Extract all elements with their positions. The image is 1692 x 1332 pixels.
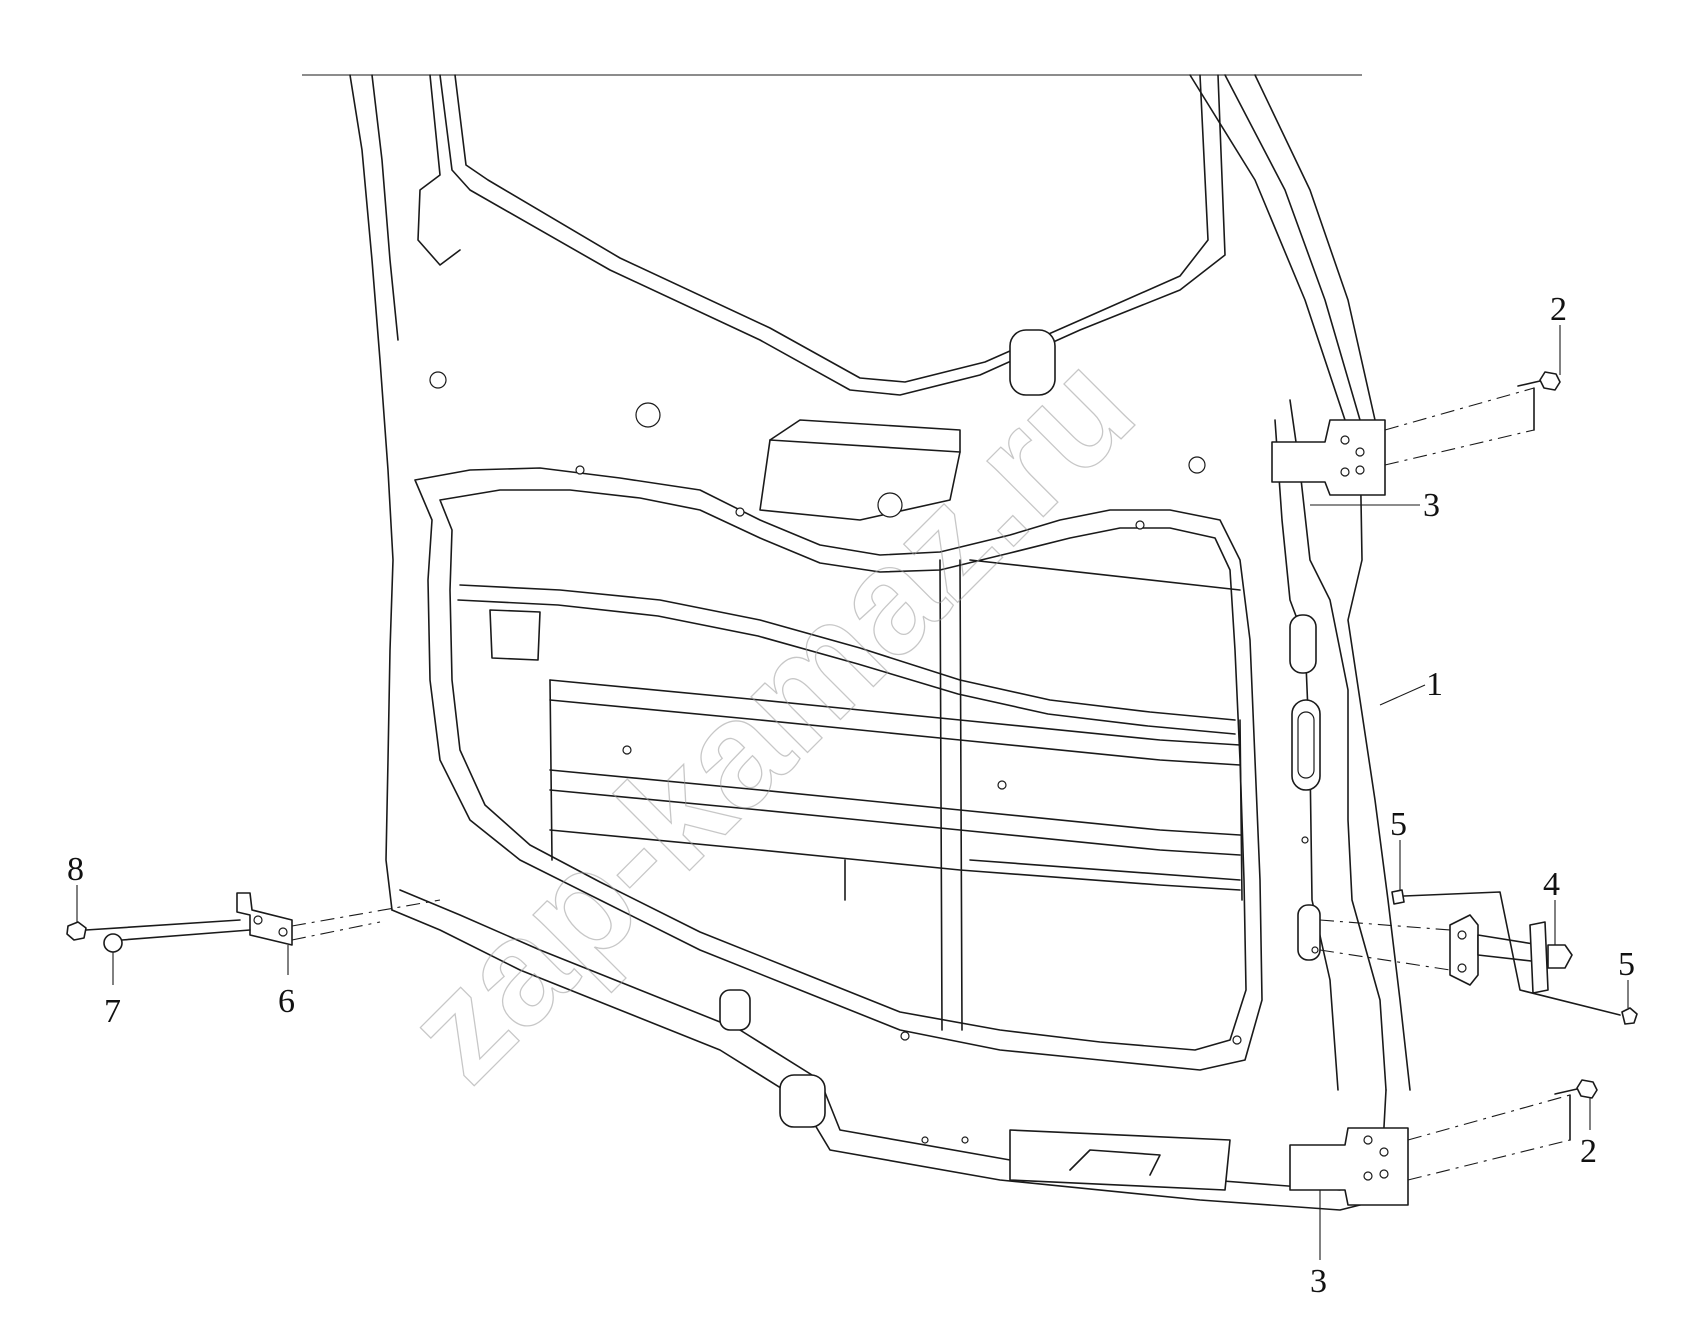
callout-7: 7: [104, 993, 121, 1030]
callout-labels: 1 2 2 3 3 4 5 5 6 7 8: [67, 291, 1635, 1300]
callout-8: 8: [67, 851, 84, 888]
callout-3-top: 3: [1423, 487, 1440, 524]
leader-lines: [76, 325, 1629, 1260]
nut-part-8: [66, 919, 241, 941]
callout-2-top: 2: [1550, 291, 1567, 328]
callout-5-right: 5: [1618, 946, 1635, 983]
pin-part-7: [103, 929, 251, 953]
callout-3-bottom: 3: [1310, 1263, 1327, 1300]
hinge-bottom-part-3: [1289, 1127, 1409, 1206]
callout-5-top: 5: [1390, 806, 1407, 843]
door-check-part-4: [1319, 914, 1573, 994]
bolt-bottom-part-2: [1407, 1079, 1598, 1181]
callout-1: 1: [1426, 666, 1443, 703]
bolt-part-5-top: [1391, 889, 1621, 1016]
frame-holes: [429, 371, 1319, 1144]
door-frame-part-1: [349, 74, 1411, 1211]
bolt-part-5-right: [1621, 1007, 1638, 1025]
callout-6: 6: [278, 983, 295, 1020]
hinge-top-part-3: [1271, 419, 1386, 496]
bolt-top-part-2: [1384, 371, 1561, 466]
callout-2-bottom: 2: [1580, 1133, 1597, 1170]
bracket-part-6: [236, 892, 441, 946]
callout-4: 4: [1543, 866, 1560, 903]
